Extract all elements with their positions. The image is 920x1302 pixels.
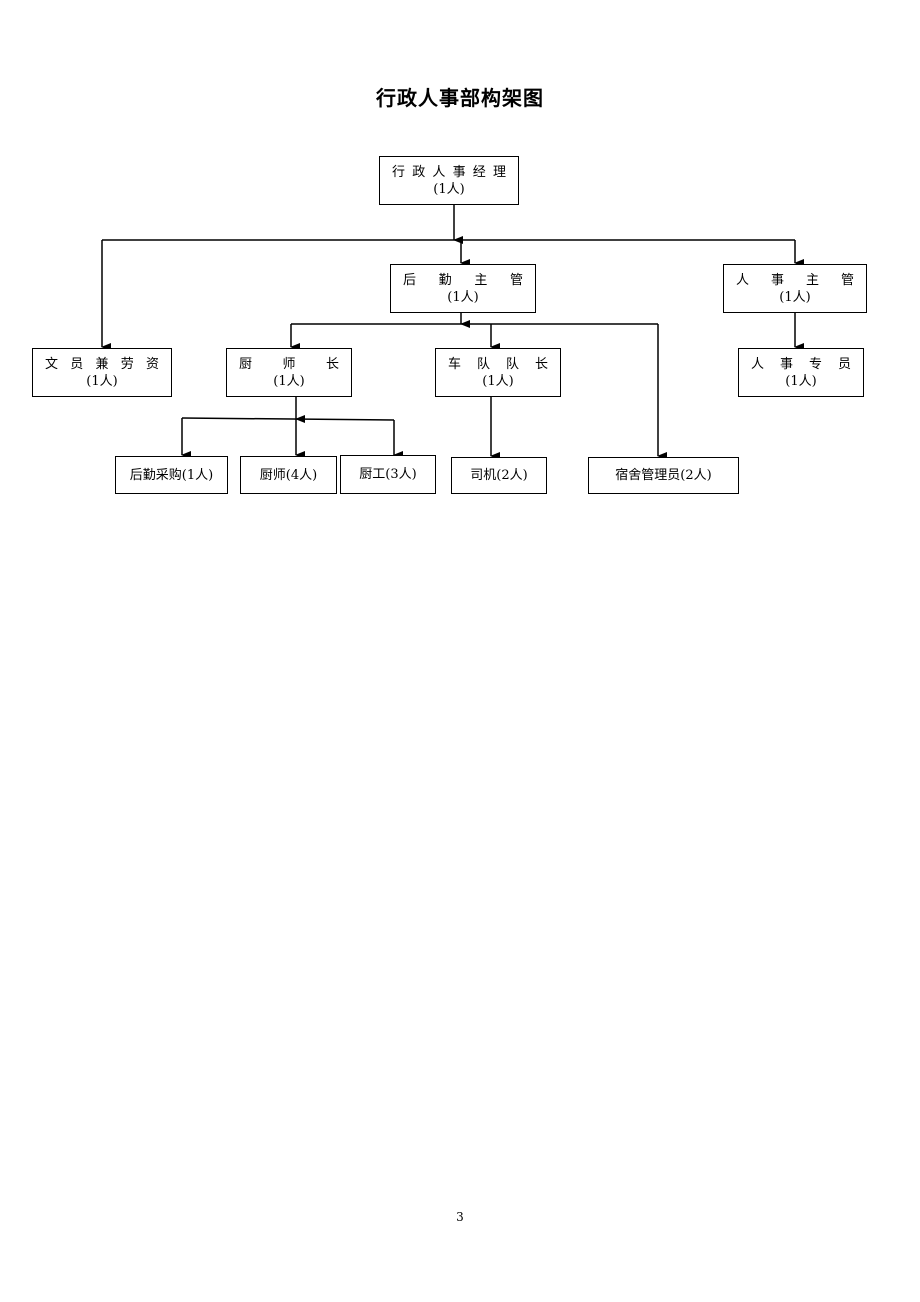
node-head-chef: 厨 师 长 (1人) — [226, 348, 352, 397]
node-name: 人 事 专 员 — [751, 356, 851, 372]
node-drivers: 司机(2人) — [451, 457, 547, 494]
node-label: 后勤采购(1人) — [129, 467, 214, 483]
node-name: 后 勤 主 管 — [403, 272, 523, 288]
connector-chef-bus — [181, 417, 395, 421]
node-count: (1人) — [779, 289, 811, 305]
node-count: (1人) — [447, 289, 479, 305]
node-count: (1人) — [785, 373, 817, 389]
node-label: 厨师(4人) — [259, 467, 318, 483]
node-admin-hr-manager: 行 政 人 事 经 理 (1人) — [379, 156, 519, 205]
node-fleet-captain: 车 队 队 长 (1人) — [435, 348, 561, 397]
node-hr-supervisor: 人 事 主 管 (1人) — [723, 264, 867, 313]
page-number: 3 — [456, 1210, 464, 1224]
node-count: (1人) — [273, 373, 305, 389]
node-label: 宿舍管理员(2人) — [615, 468, 712, 483]
node-count: (1人) — [482, 373, 514, 389]
page-title: 行政人事部构架图 — [376, 86, 544, 110]
node-count: (1人) — [433, 181, 465, 197]
node-dorm-managers: 宿舍管理员(2人) — [588, 457, 739, 494]
node-name: 行 政 人 事 经 理 — [392, 164, 506, 180]
node-name: 厨 师 长 — [239, 356, 339, 372]
node-chefs: 厨师(4人) — [240, 456, 337, 494]
node-count: (1人) — [86, 373, 118, 389]
node-name: 人 事 主 管 — [736, 272, 854, 288]
node-name: 车 队 队 长 — [448, 356, 548, 372]
node-label: 司机(2人) — [470, 468, 528, 483]
node-kitchen-workers: 厨工(3人) — [340, 455, 436, 494]
node-hr-specialist: 人 事 专 员 (1人) — [738, 348, 864, 397]
node-clerk-payroll: 文 员 兼 劳 资 (1人) — [32, 348, 172, 397]
node-name: 文 员 兼 劳 资 — [45, 356, 159, 372]
node-label: 厨工(3人) — [359, 467, 417, 482]
node-logistics-supervisor: 后 勤 主 管 (1人) — [390, 264, 536, 313]
node-logistics-purchasing: 后勤采购(1人) — [115, 456, 228, 494]
